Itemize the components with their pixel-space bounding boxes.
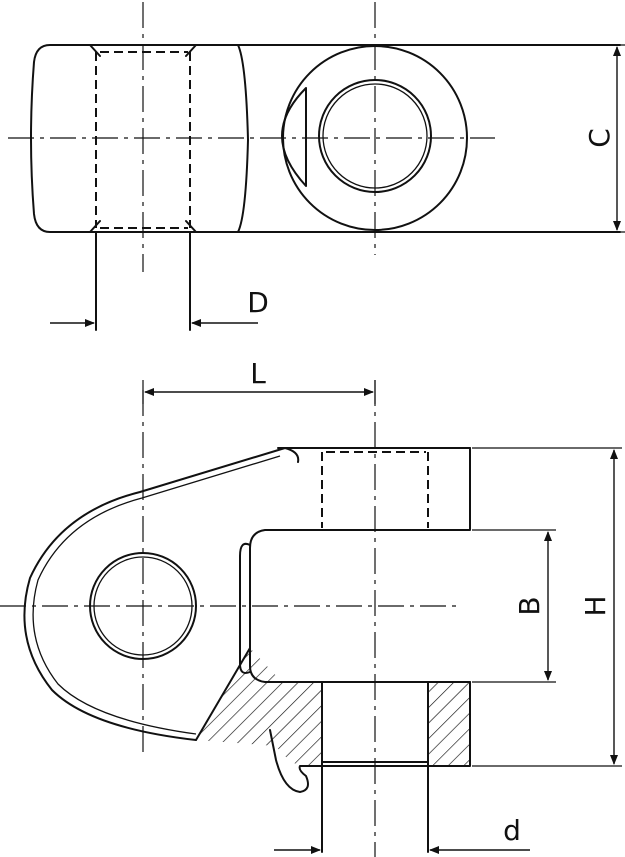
dim-c-label: C [583, 128, 616, 148]
pin-collar [239, 542, 251, 674]
dim-c-ext [470, 44, 625, 233]
strap-top [277, 447, 471, 463]
upper-boss [321, 447, 471, 531]
dim-h-ext [472, 447, 622, 767]
top-view: C D [8, 2, 625, 331]
pin-body [249, 529, 471, 683]
front-view: L B H d [0, 357, 622, 857]
dim-b-ext [472, 529, 556, 683]
section-hatch-left [196, 648, 322, 766]
top-eye-blend [281, 87, 307, 187]
dim-b-label: B [513, 596, 546, 615]
dim-h-label: H [579, 595, 612, 616]
strap-outer [23, 447, 286, 741]
front-centerlines [0, 380, 462, 857]
dim-small-d-label: d [503, 814, 521, 847]
bottom-bore [321, 681, 429, 767]
dim-l-ext [142, 380, 376, 404]
top-threaded-hole-hidden [95, 51, 191, 229]
dim-l-label: L [250, 357, 266, 390]
top-centerlines [8, 2, 495, 272]
section-hatch-right [428, 682, 470, 766]
upper-threaded-hole-hidden [321, 451, 429, 528]
top-shank [95, 231, 191, 331]
dim-d-label: D [247, 286, 269, 319]
strap-inner [32, 455, 281, 735]
bottom-shank [321, 765, 429, 853]
